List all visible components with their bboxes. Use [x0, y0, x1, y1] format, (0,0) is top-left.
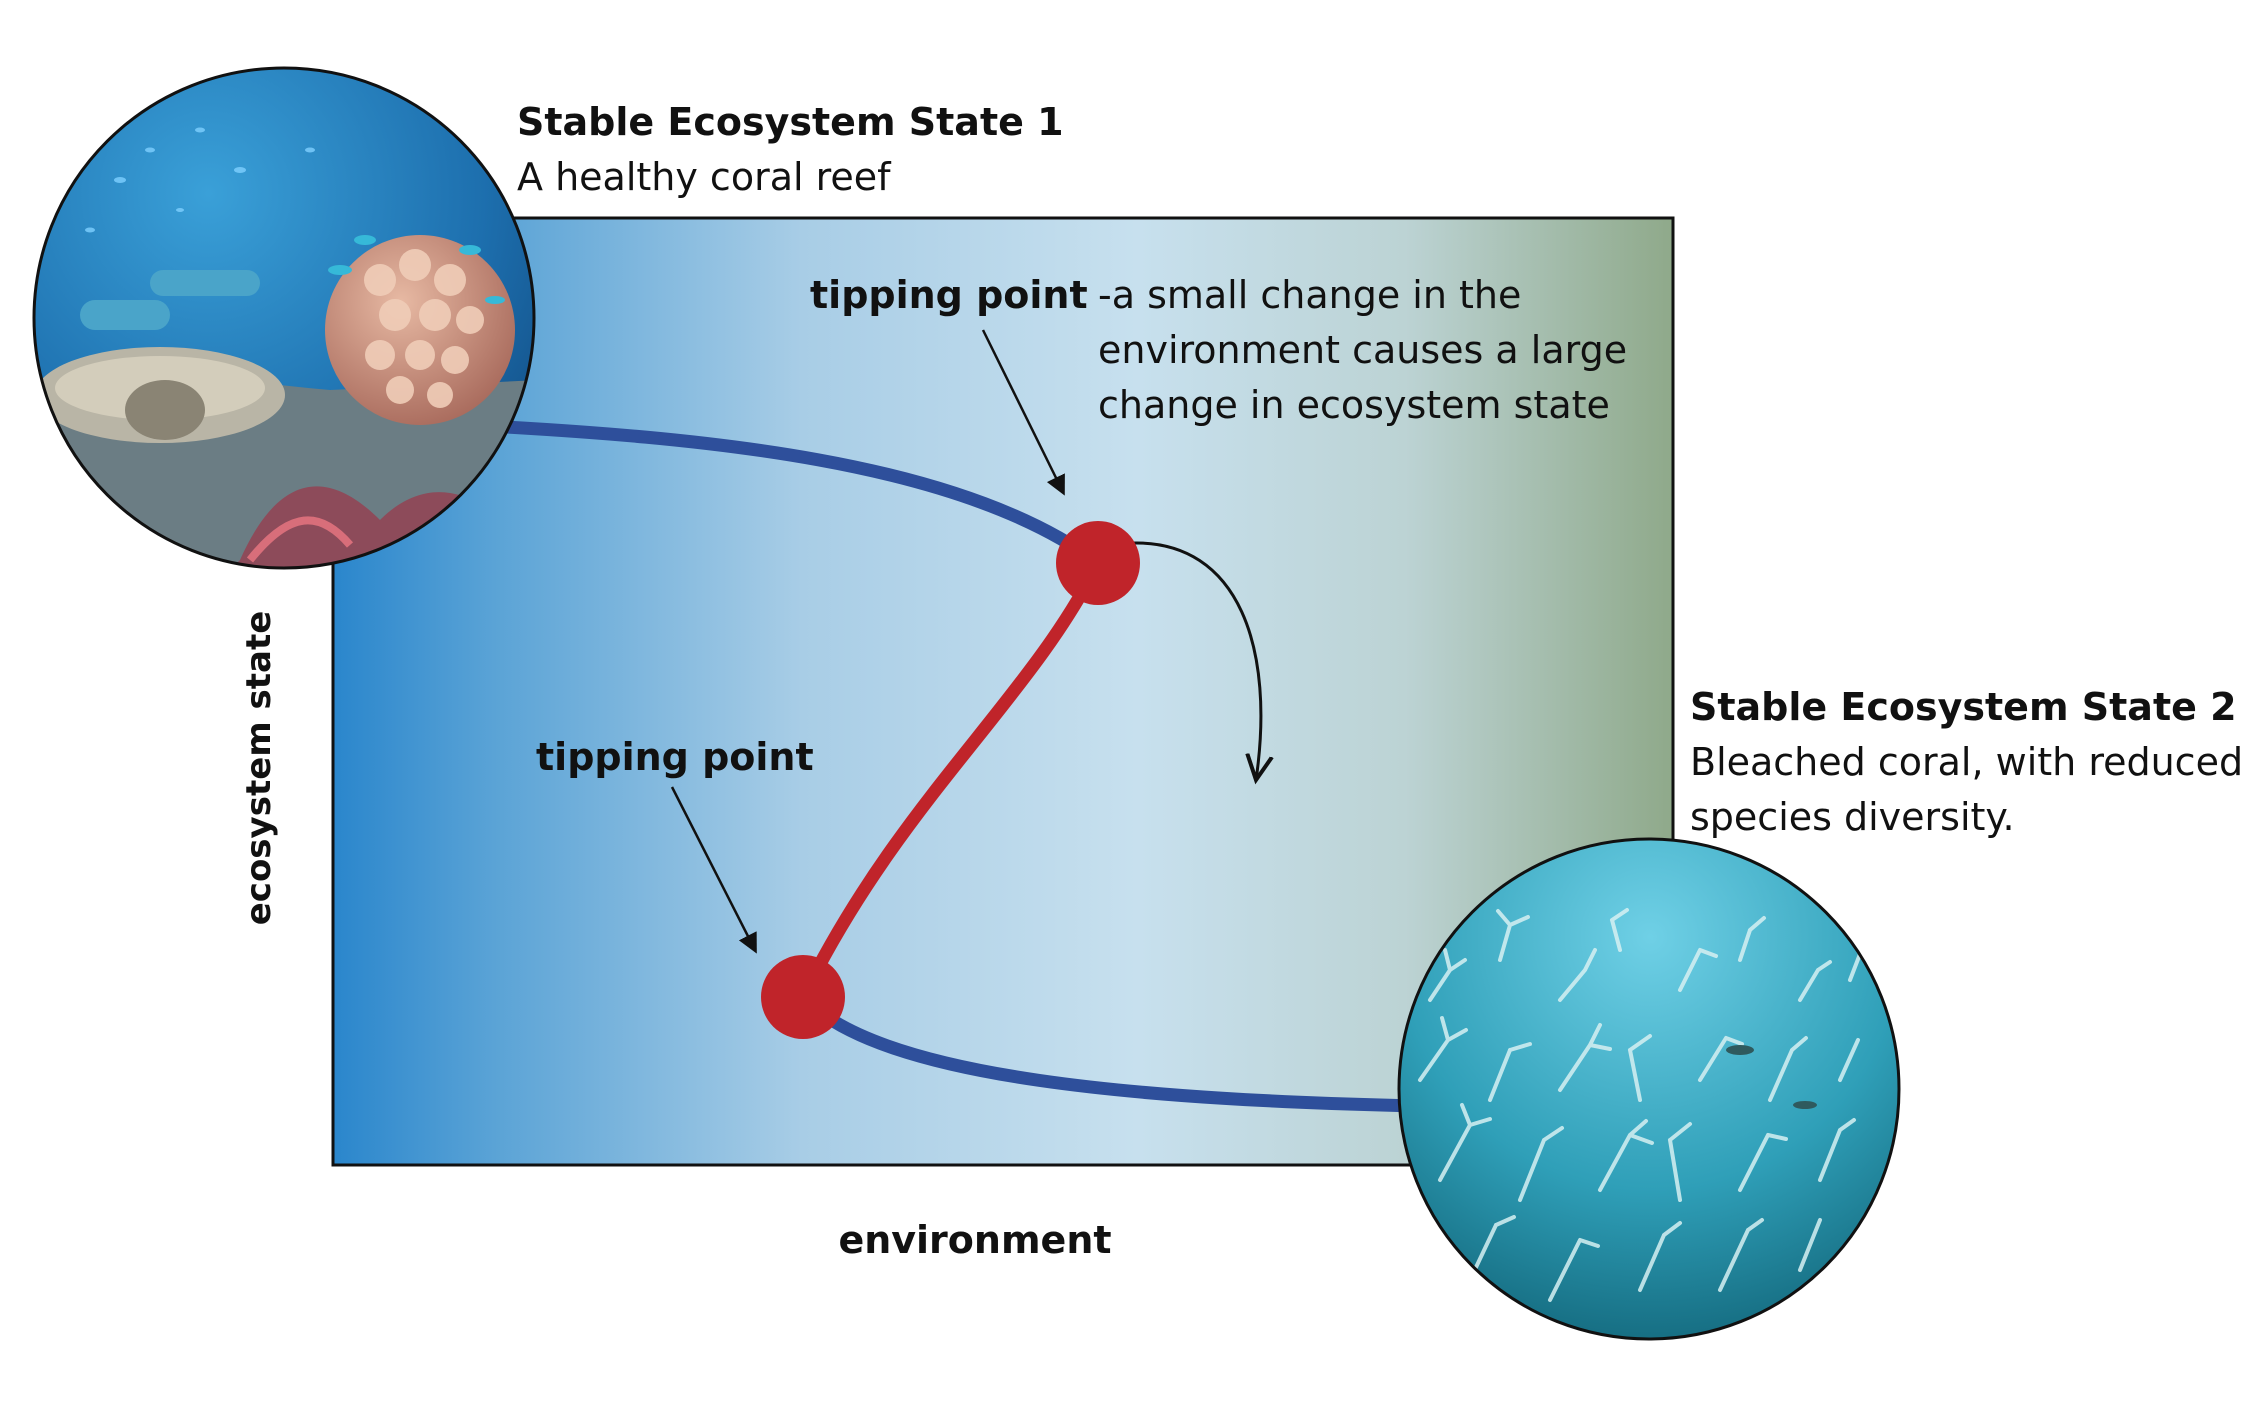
tipping-explanation-line-2: environment causes a large: [1098, 328, 1627, 372]
lower-tipping-point-marker: [761, 955, 845, 1039]
state1-title: Stable Ecosystem State 1: [517, 100, 1064, 144]
upper-tipping-pointer: [981, 329, 1065, 496]
upper-stable-branch: [463, 418, 1105, 570]
tipping-explanation: -a small change in the environment cause…: [1098, 273, 1639, 427]
x-axis-label: environment: [838, 1218, 1111, 1262]
tipping-explanation-line-1: -a small change in the: [1098, 273, 1521, 317]
lower-tipping-point-label: tipping point: [536, 735, 814, 779]
upper-tipping-point-marker: [1056, 521, 1140, 605]
state2-description-line-2: species diversity.: [1690, 795, 2015, 839]
state2-title: Stable Ecosystem State 2: [1690, 685, 2237, 729]
jump-arrow: [1131, 541, 1261, 780]
upper-tipping-point-label: tipping point: [810, 273, 1088, 317]
unstable-branch: [796, 556, 1105, 1004]
lower-stable-branch: [796, 990, 1427, 1113]
tipping-explanation-line-3: change in ecosystem state: [1098, 383, 1610, 427]
bleached-coral-photo: [1397, 837, 1901, 1341]
state2-description-line-1: Bleached coral, with reduced: [1690, 740, 2243, 784]
state1-description: A healthy coral reef: [517, 155, 892, 199]
lower-tipping-pointer: [670, 786, 757, 954]
y-axis-label: ecosystem state: [239, 611, 279, 926]
state2-description: Bleached coral, with reduced species div…: [1690, 740, 2255, 839]
healthy-coral-reef-photo: [32, 66, 536, 570]
